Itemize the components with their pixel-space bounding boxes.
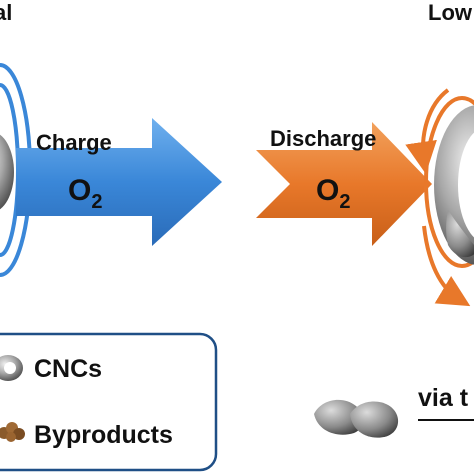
right-cnc-ring-hole (458, 132, 474, 238)
legend-box (0, 332, 218, 472)
discharge-arrow-shape (256, 122, 432, 246)
legend-label-cncs: CNCs (34, 355, 102, 383)
byproducts-icon (0, 422, 25, 442)
charge-label: Charge (36, 130, 112, 155)
left-cnc-particle (0, 134, 14, 210)
curved-arrow-bottom (422, 225, 471, 307)
legend-item-cncs: CNCs (0, 355, 102, 383)
byproduct-blob-pair (314, 399, 399, 438)
discharge-arrow: Discharge O2 (256, 122, 432, 246)
curved-arrow-top (405, 88, 450, 174)
discharge-gas-formula: O2 (316, 174, 350, 213)
discharge-label: Discharge (270, 126, 376, 151)
charge-arrow-shape (16, 118, 222, 246)
blob-right (350, 401, 399, 438)
charge-gas-formula: O2 (68, 174, 102, 213)
right-byproduct-blob (446, 210, 474, 258)
right-cathode-group (405, 88, 474, 307)
orange-ring (424, 96, 474, 268)
blob-left (314, 399, 364, 435)
cnc-ring-icon-hole (4, 362, 16, 374)
right-cnc-ring (434, 105, 474, 265)
charge-arrow: Charge O2 (16, 118, 222, 246)
caption-fragment: via t (418, 384, 469, 412)
legend-label-byproducts: Byproducts (34, 421, 173, 449)
legend: CNCs Byproducts (0, 332, 218, 472)
legend-item-byproducts: Byproducts (0, 421, 173, 449)
top-right-label: Low (428, 0, 473, 25)
top-left-label: al (0, 0, 12, 25)
